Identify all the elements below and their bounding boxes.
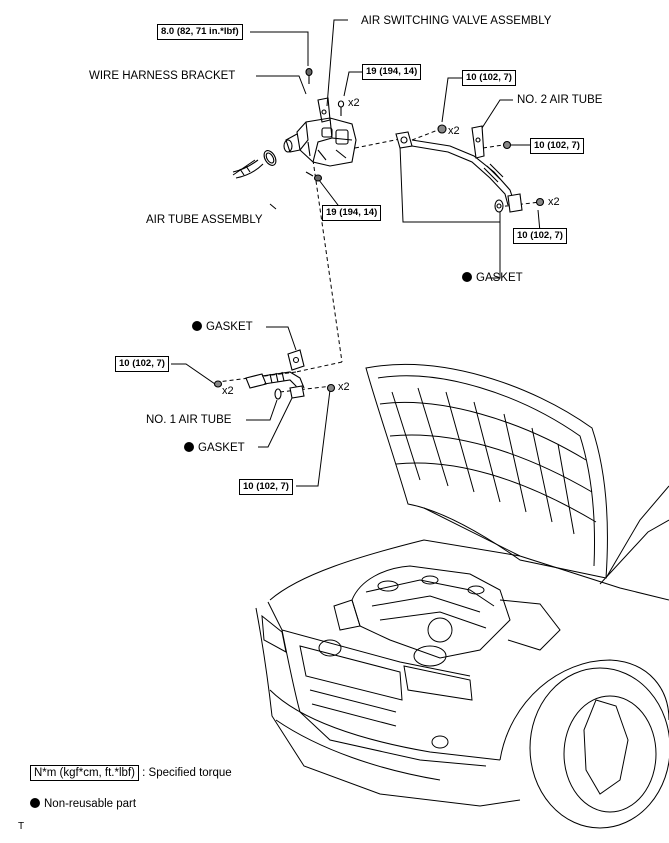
legend-non-reusable: Non-reusable part [30,797,136,811]
label-gasket-middle: GASKET [192,320,253,334]
vehicle-drawing [255,364,669,829]
label-no2-air-tube: NO. 2 AIR TUBE [517,94,603,106]
qty-no2-nut-top: x2 [448,125,460,137]
torque-box-valve-bolt: 19 (194, 14) [362,64,422,80]
legend-torque-units: N*m (kgf*cm, ft.*lbf) [30,765,139,781]
no1-air-tube-drawing [213,349,336,400]
qty-no1-nut-left: x2 [222,385,234,397]
torque-box-valve-bolt-lower: 19 (194, 14) [322,205,382,221]
torque-box-no1-nut-left: 10 (102, 7) [115,356,169,372]
alignment-dashes [217,129,541,393]
torque-box-no2-bolt: 10 (102, 7) [530,138,584,154]
label-air-switching-valve-assembly: AIR SWITCHING VALVE ASSEMBLY [361,15,552,27]
label-air-tube-assembly: AIR TUBE ASSEMBLY [146,214,263,226]
air-tube-assembly-drawing [232,150,277,179]
legend-torque-desc: : Specified torque [142,767,232,779]
leader-lines [171,19,555,487]
label-no1-air-tube: NO. 1 AIR TUBE [146,414,232,426]
footer-mark: T [18,821,25,832]
torque-box-wire-harness-bolt: 8.0 (82, 71 in.*lbf) [157,24,243,40]
label-gasket-upper: GASKET [462,271,523,285]
non-reusable-dot-icon [462,272,472,282]
non-reusable-dot-icon [192,321,202,331]
torque-box-no2-nut-lower: 10 (102, 7) [513,228,567,244]
torque-box-no1-nut-right: 10 (102, 7) [239,479,293,495]
torque-box-no2-nut-top: 10 (102, 7) [462,70,516,86]
qty-no1-nut-right: x2 [338,381,350,393]
qty-valve-bolt: x2 [348,97,360,109]
non-reusable-dot-icon [30,798,40,808]
label-gasket-lower: GASKET [184,441,245,455]
air-switching-valve-drawing [283,67,357,182]
label-wire-harness-bracket: WIRE HARNESS BRACKET [89,70,236,82]
no2-air-tube-drawing [395,124,545,213]
qty-no2-nut-lower: x2 [548,196,560,208]
legend-torque: N*m (kgf*cm, ft.*lbf) : Specified torque [30,765,232,781]
non-reusable-dot-icon [184,442,194,452]
